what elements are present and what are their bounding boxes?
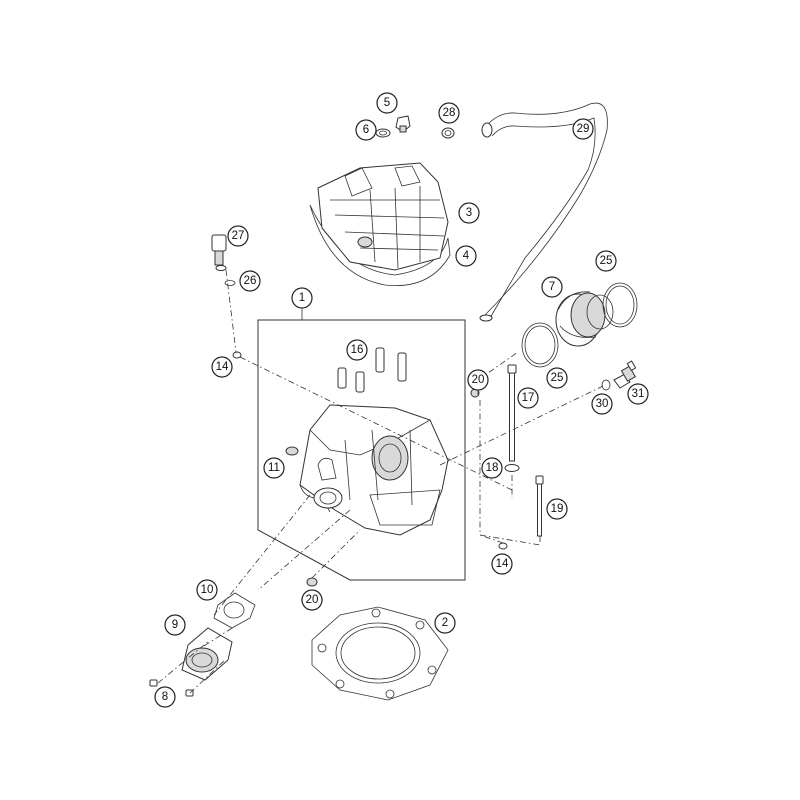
hose-clamp-outer[interactable] <box>602 282 638 328</box>
hose-clamp-inner[interactable] <box>521 322 559 368</box>
callout-label: 4 <box>463 250 470 262</box>
callout-25-top[interactable]: 25 <box>595 250 617 272</box>
callout-label: 9 <box>172 619 178 631</box>
callout-label: 3 <box>466 207 472 219</box>
callout-8[interactable]: 8 <box>154 686 176 708</box>
intake-flange[interactable] <box>555 291 614 347</box>
callout-14-top[interactable]: 14 <box>211 356 233 378</box>
callout-label: 31 <box>632 388 645 400</box>
callout-label: 27 <box>232 230 245 242</box>
callout-label: 2 <box>442 617 448 629</box>
callout-label: 11 <box>268 462 280 474</box>
callout-11[interactable]: 11 <box>263 457 285 479</box>
callout-2[interactable]: 2 <box>434 612 456 634</box>
cylinder-head[interactable] <box>299 404 449 536</box>
callout-27[interactable]: 27 <box>227 225 249 247</box>
callout-label: 19 <box>551 503 564 515</box>
callout-17[interactable]: 17 <box>517 387 539 409</box>
cylinder-head-bolt[interactable] <box>535 475 544 537</box>
valve-stem-seals[interactable] <box>337 347 407 393</box>
callout-label: 25 <box>600 255 613 267</box>
callout-29[interactable]: 29 <box>572 118 594 140</box>
cylinder-head-bolt-long[interactable] <box>507 364 517 462</box>
callout-label: 16 <box>351 344 364 356</box>
callout-label: 20 <box>472 374 485 386</box>
hose-clamp[interactable] <box>441 127 455 139</box>
callout-10[interactable]: 10 <box>196 579 218 601</box>
seal-ring[interactable] <box>375 128 391 138</box>
callout-label: 25 <box>551 372 564 384</box>
callout-4[interactable]: 4 <box>455 245 477 267</box>
callout-label: 8 <box>162 691 168 703</box>
callout-26[interactable]: 26 <box>239 270 261 292</box>
callout-5[interactable]: 5 <box>376 92 398 114</box>
callout-6[interactable]: 6 <box>355 119 377 141</box>
bolt-washer[interactable] <box>504 464 520 472</box>
callout-label: 29 <box>577 123 590 135</box>
temperature-sensor[interactable] <box>211 234 227 271</box>
dowel-sleeve[interactable] <box>285 446 299 456</box>
threaded-sensor[interactable] <box>613 360 637 389</box>
sensor-axis <box>225 269 237 353</box>
assembly-axes <box>157 351 604 694</box>
callout-30[interactable]: 30 <box>591 393 613 415</box>
callout-7[interactable]: 7 <box>541 276 563 298</box>
callout-20-bottom[interactable]: 20 <box>301 589 323 611</box>
breather-hose[interactable] <box>479 102 608 322</box>
callout-label: 28 <box>443 107 456 119</box>
callout-18[interactable]: 18 <box>481 457 503 479</box>
callout-label: 7 <box>549 281 555 293</box>
callout-9[interactable]: 9 <box>164 614 186 636</box>
sensor-washer[interactable] <box>224 280 236 286</box>
cylinder-head-gasket[interactable] <box>311 606 449 701</box>
callout-19[interactable]: 19 <box>546 498 568 520</box>
intake-screw-left[interactable] <box>149 679 158 687</box>
locating-pin-bottom[interactable] <box>498 542 508 550</box>
callout-20-top[interactable]: 20 <box>467 369 489 391</box>
valve-cover[interactable] <box>309 162 451 287</box>
callout-label: 6 <box>363 124 369 136</box>
callout-label: 1 <box>299 292 305 304</box>
callout-14-bottom[interactable]: 14 <box>491 553 513 575</box>
callout-3[interactable]: 3 <box>458 202 480 224</box>
callout-label: 30 <box>596 398 609 410</box>
callout-label: 10 <box>201 584 214 596</box>
locating-pin-top[interactable] <box>232 351 242 359</box>
dowel-bottom[interactable] <box>306 577 318 587</box>
callout-31[interactable]: 31 <box>627 383 649 405</box>
callout-label: 20 <box>306 594 319 606</box>
callout-label: 14 <box>216 361 229 373</box>
sealing-washer[interactable] <box>601 379 611 391</box>
callout-label: 18 <box>486 462 499 474</box>
callout-16[interactable]: 16 <box>346 339 368 361</box>
intake-gasket[interactable] <box>213 592 256 629</box>
callout-label: 14 <box>496 558 509 570</box>
assembly-frame <box>257 319 466 581</box>
callout-label: 26 <box>244 275 257 287</box>
oil-plug[interactable] <box>395 115 411 133</box>
intake-manifold[interactable] <box>181 627 233 681</box>
callout-25-bottom[interactable]: 25 <box>546 367 568 389</box>
callout-label: 17 <box>522 392 535 404</box>
callout-label: 5 <box>384 97 390 109</box>
callout-28[interactable]: 28 <box>438 102 460 124</box>
callout-1[interactable]: 1 <box>291 287 313 309</box>
